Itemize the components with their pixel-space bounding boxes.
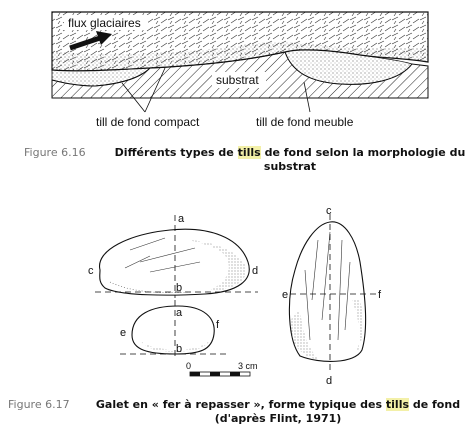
figure-6-17-number: Figure 6.17	[8, 398, 70, 411]
caption-text-before: Différents types de	[114, 146, 238, 159]
label-a-top: a	[178, 213, 185, 225]
scale-bar	[189, 371, 251, 377]
pebble-side-striations	[304, 231, 351, 341]
figure-6-16-number: Figure 6.16	[24, 146, 86, 159]
pebble-diagram	[95, 214, 376, 377]
label-a-mid: a	[176, 307, 183, 319]
label-flux-glaciaires: flux glaciaires	[68, 16, 141, 30]
substrat-label-bg	[212, 72, 266, 88]
label-c-left: c	[88, 265, 94, 277]
label-till-compact: till de fond compact	[96, 115, 200, 129]
caption-text-after: de fond (d'après Flint, 1971)	[214, 398, 461, 425]
pebble-section-view	[131, 305, 215, 355]
figure-6-17-caption: Figure 6.17 Galet en « fer à repasser »,…	[8, 398, 468, 428]
label-e-right: e	[282, 289, 288, 301]
pebble-top-shading	[190, 240, 246, 292]
figure-6-17-caption-text: Galet en « fer à repasser », forme typiq…	[88, 398, 468, 426]
leader-line-compact-left	[121, 82, 146, 113]
figure-6-16-caption-text: Différents types de tills de fond selon …	[110, 146, 470, 174]
label-b-bottom: b	[176, 343, 182, 355]
flux-label-bg	[64, 15, 148, 30]
highlighted-term: tills	[385, 398, 410, 411]
leader-line-meuble	[303, 81, 311, 113]
label-f-right: f	[378, 289, 382, 301]
ice-flow-arrow	[69, 31, 112, 51]
pebble-side-shading-right	[352, 300, 363, 356]
label-c-top: c	[326, 205, 332, 217]
label-d-bottom: d	[326, 375, 332, 387]
label-till-meuble: till de fond meuble	[256, 115, 354, 129]
figure-6-16-caption: Figure 6.16 Différents types de tills de…	[24, 146, 465, 176]
label-d-right: d	[252, 265, 258, 277]
pebble-side-shading-left	[289, 310, 320, 360]
glacier-section-diagram	[51, 11, 429, 113]
leader-line-compact-right	[144, 67, 166, 113]
pebble-side-view	[288, 221, 367, 362]
label-e-left: e	[120, 327, 126, 339]
label-b-mid: b	[176, 282, 182, 294]
caption-text-after: de fond selon la morphologie du substrat	[260, 146, 466, 173]
label-f-left: f	[216, 319, 220, 331]
label-substrat: substrat	[216, 73, 259, 87]
highlighted-term: tills	[237, 146, 261, 159]
scale-label-zero: 0	[186, 361, 191, 371]
debris-band	[52, 41, 428, 71]
caption-text-before: Galet en « fer à repasser », forme typiq…	[95, 398, 386, 411]
pebble-section-shading	[140, 340, 210, 352]
scale-label-three-cm: 3 cm	[238, 361, 258, 371]
